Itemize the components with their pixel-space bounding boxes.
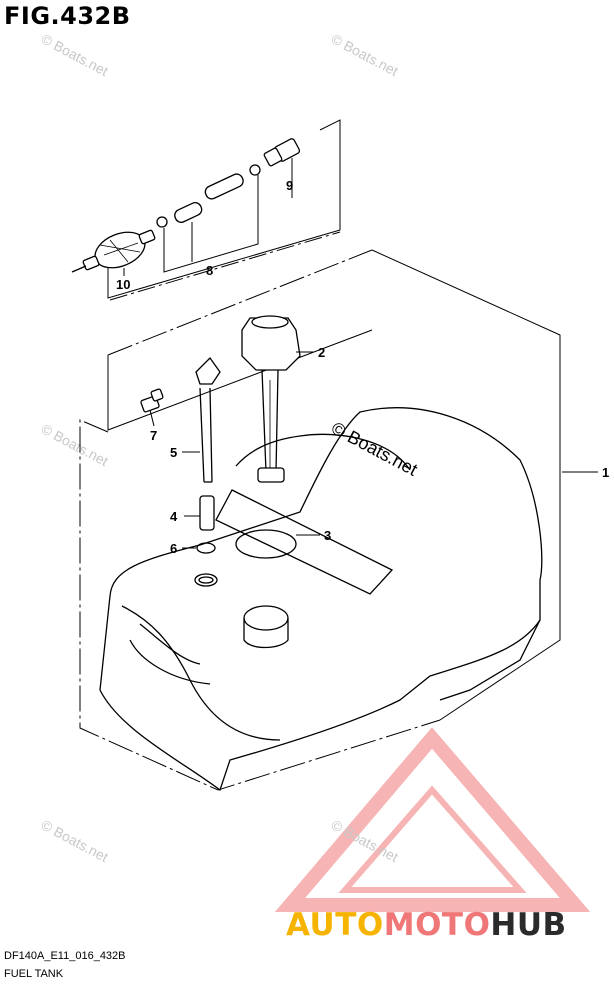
gasket-part-3 bbox=[235, 529, 297, 559]
callout-3: 3 bbox=[324, 528, 331, 543]
brand-triangle-logo bbox=[274, 727, 591, 912]
callouts: 1 2 3 4 5 6 7 8 9 10 bbox=[116, 178, 609, 556]
callout-1: 1 bbox=[602, 465, 609, 480]
watermark-2: © Boats.net bbox=[329, 31, 401, 80]
callout-5: 5 bbox=[170, 445, 177, 460]
fitting-part-7 bbox=[140, 388, 164, 413]
tank-components bbox=[140, 315, 301, 559]
hose-assembly-frame bbox=[107, 119, 341, 301]
diagram-name: FUEL TANK bbox=[4, 968, 64, 980]
callout-8: 8 bbox=[206, 263, 213, 278]
watermark-center: © Boats.net bbox=[328, 418, 421, 480]
brand-moto: MOTO bbox=[383, 907, 491, 943]
watermarks: © Boats.net © Boats.net © Boats.net © Bo… bbox=[39, 31, 421, 866]
brand-hub: HUB bbox=[490, 907, 567, 943]
watermark-3: © Boats.net bbox=[39, 421, 111, 470]
fuel-gauge-part-2 bbox=[241, 315, 301, 483]
fuel-tank-part-1 bbox=[99, 407, 543, 792]
callout-7: 7 bbox=[150, 428, 157, 443]
callout-10: 10 bbox=[116, 277, 130, 292]
callout-2: 2 bbox=[318, 345, 325, 360]
brand-logo-text: AUTOMOTOHUB bbox=[286, 907, 567, 943]
figure-title: FIG.432B bbox=[4, 2, 131, 30]
leader-lines bbox=[123, 158, 598, 549]
callout-6: 6 bbox=[170, 541, 177, 556]
watermark-1: © Boats.net bbox=[39, 31, 111, 80]
fuel-hose-assembly bbox=[71, 138, 301, 273]
primer-bulb-part-10 bbox=[71, 229, 156, 273]
callout-9: 9 bbox=[286, 178, 293, 193]
diagram-code: DF140A_E11_016_432B bbox=[4, 950, 126, 962]
tank-frame bbox=[79, 249, 561, 791]
fuel-pickup-part-5 bbox=[195, 356, 221, 483]
connector-part-9 bbox=[249, 138, 301, 176]
callout-4: 4 bbox=[170, 509, 178, 524]
brand-auto: AUTO bbox=[286, 907, 384, 943]
watermark-4: © Boats.net bbox=[39, 817, 111, 866]
filter-part-4 bbox=[199, 495, 215, 531]
